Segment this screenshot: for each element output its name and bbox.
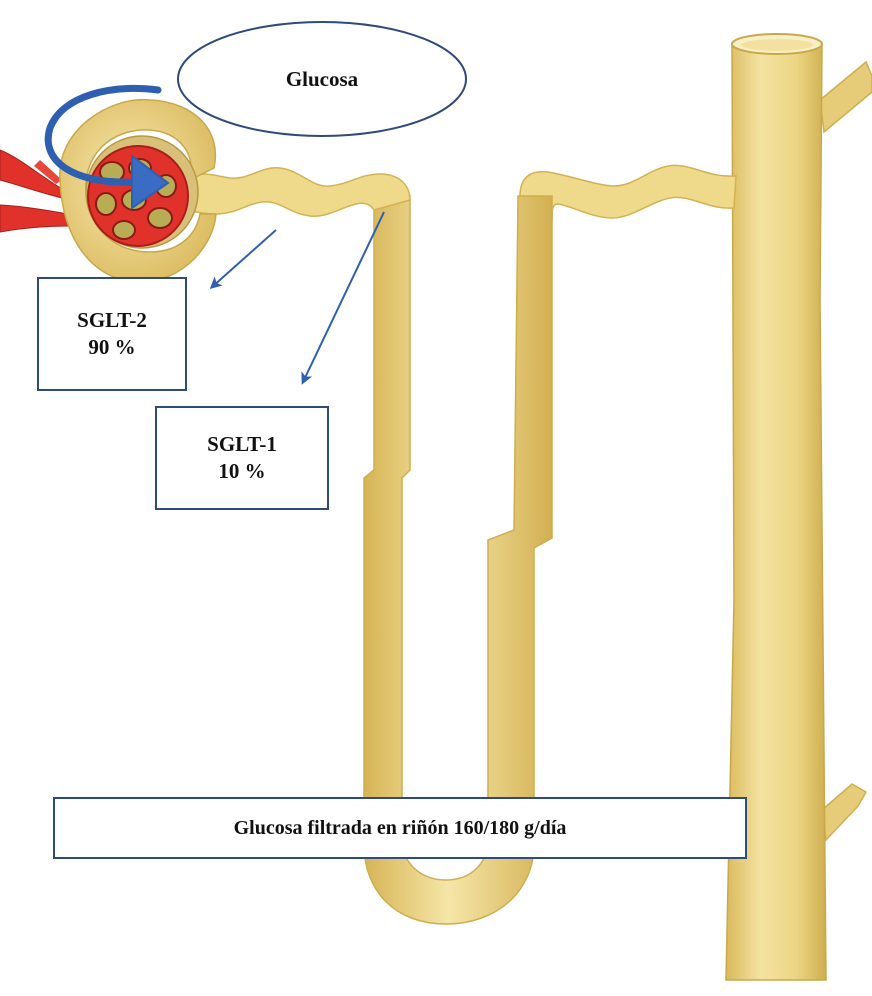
collecting-duct [726,34,872,980]
filtered-glucose-caption: Glucosa filtrada en riñón 160/180 g/día [53,797,747,859]
sglt1-percent: 10 % [218,458,265,485]
sglt2-name: SGLT-2 [77,307,147,334]
filtered-glucose-text: Glucosa filtrada en riñón 160/180 g/día [234,815,567,841]
sglt1-name: SGLT-1 [207,431,277,458]
sglt2-label-box: SGLT-2 90 % [37,277,187,391]
sglt1-label-box: SGLT-1 10 % [155,406,329,510]
glucose-label: Glucosa [178,22,466,136]
sglt2-pointer-arrow [212,230,276,287]
sglt2-percent: 90 % [88,334,135,361]
proximal-tubule [186,168,410,216]
sglt1-pointer-arrow [303,212,384,382]
